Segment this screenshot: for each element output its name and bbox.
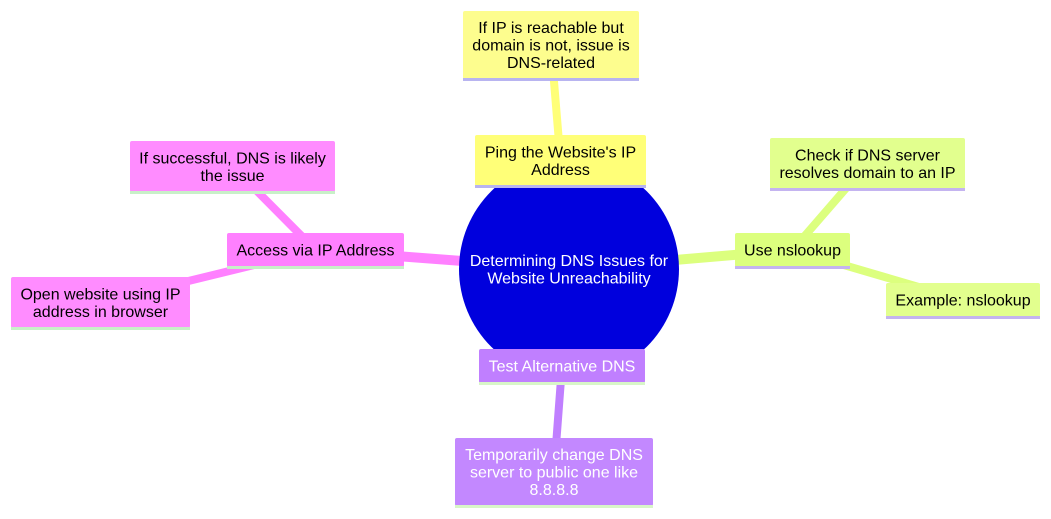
node-altdns-change-underline bbox=[455, 505, 653, 508]
node-ipaccess-success-label-line: If successful, DNS is likely bbox=[139, 150, 326, 167]
node-ping-result-label-line: DNS-related bbox=[507, 55, 595, 72]
node-nslookup: Use nslookup bbox=[735, 233, 850, 269]
root-node-label-line: Website Unreachability bbox=[487, 270, 650, 287]
node-nslookup-box bbox=[735, 233, 850, 267]
node-ping-result-underline bbox=[463, 78, 639, 81]
node-ping-label-line: Address bbox=[531, 162, 590, 179]
node-altdns-change-label-line: 8.8.8.8 bbox=[530, 482, 579, 499]
node-ipaccess: Access via IP Address bbox=[227, 233, 404, 269]
node-nslookup-check-box bbox=[770, 138, 965, 189]
node-nslookup-check-underline bbox=[770, 188, 965, 191]
node-ipaccess-box bbox=[227, 233, 404, 267]
root-node-circle bbox=[459, 159, 679, 379]
node-ping-underline bbox=[475, 185, 646, 188]
node-altdns-label-line: Test Alternative DNS bbox=[489, 359, 636, 376]
node-ipaccess-success-box bbox=[130, 141, 335, 192]
node-ipaccess-open-label-line: Open website using IP bbox=[20, 286, 180, 303]
node-nslookup-example-box bbox=[886, 283, 1040, 317]
node-nslookup-label-line: Use nslookup bbox=[744, 243, 841, 260]
node-nslookup-check-label-line: resolves domain to an IP bbox=[779, 165, 955, 182]
node-altdns-change-label-line: server to public one like bbox=[470, 465, 638, 482]
node-ping-label-line: Ping the Website's IP bbox=[485, 144, 636, 161]
node-nslookup-check-label-line: Check if DNS server bbox=[795, 147, 941, 164]
node-altdns-change-label-line: Temporarily change DNS bbox=[465, 447, 643, 464]
node-altdns-box bbox=[479, 349, 645, 383]
node-nslookup-example-label-line: Example: nslookup bbox=[895, 293, 1030, 310]
node-altdns: Test Alternative DNS bbox=[479, 349, 645, 385]
root-node-label-line: Determining DNS Issues for bbox=[470, 253, 669, 270]
node-ipaccess-underline bbox=[227, 266, 404, 269]
node-ipaccess-label-line: Access via IP Address bbox=[237, 243, 395, 260]
node-ping-result-label-line: If IP is reachable but bbox=[478, 20, 624, 37]
node-ping-result-label-line: domain is not, issue is bbox=[472, 38, 629, 55]
node-nslookup-example-underline bbox=[886, 316, 1040, 319]
node-ipaccess-success-label-line: the issue bbox=[200, 168, 264, 185]
node-ipaccess-open-underline bbox=[11, 327, 190, 330]
node-altdns-change-box bbox=[455, 438, 653, 506]
node-ipaccess-open-box bbox=[11, 277, 190, 328]
node-ping-result-box bbox=[463, 11, 639, 79]
node-nslookup-underline bbox=[735, 266, 850, 269]
node-altdns-underline bbox=[479, 382, 645, 385]
node-ipaccess-open-label-line: address in browser bbox=[33, 304, 169, 321]
node-ipaccess-success-underline bbox=[130, 191, 335, 194]
node-nslookup-example: Example: nslookup bbox=[886, 283, 1040, 319]
node-ping-box bbox=[475, 135, 646, 186]
